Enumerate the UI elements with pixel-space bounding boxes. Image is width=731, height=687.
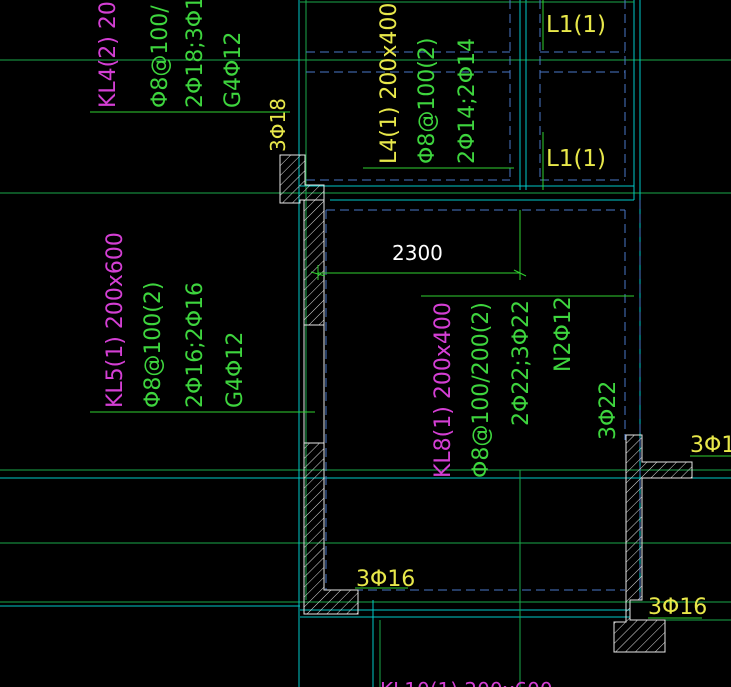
hatched-walls bbox=[279, 154, 693, 653]
bottom-cut-label: KL10(1) 200x600 bbox=[380, 678, 553, 687]
bar-label-3phi16-right: 3Φ16 bbox=[648, 595, 707, 620]
kl8-line3: 2Φ22;3Φ22 bbox=[509, 300, 534, 426]
bar-label-3phi18: 3Φ18 bbox=[266, 98, 290, 152]
bar-label-3phi1: 3Φ1 bbox=[690, 433, 731, 458]
kl5-line1: KL5(1) 200x600 bbox=[103, 232, 128, 408]
kl4-line3: 2Φ18;3Φ18 bbox=[183, 0, 208, 108]
kl5-line4: G4Φ12 bbox=[223, 332, 248, 408]
kl5-annotation: KL5(1) 200x600 Φ8@100(2) 2Φ16;2Φ16 G4Φ12 bbox=[103, 232, 248, 408]
kl5-line3: 2Φ16;2Φ16 bbox=[183, 282, 208, 408]
l4-line2: Φ8@100(2) bbox=[415, 38, 440, 164]
l4-line1: L4(1) 200x400 bbox=[377, 3, 402, 164]
kl8-line4: N2Φ12 bbox=[551, 296, 576, 372]
l1-label-top: L1(1) bbox=[546, 12, 606, 38]
horizontal-grid-lines bbox=[0, 59, 731, 621]
leader-lines bbox=[90, 111, 731, 619]
kl8-line2: Φ8@100/200(2) bbox=[469, 302, 494, 478]
l1-label-mid: L1(1) bbox=[546, 146, 606, 172]
kl8-annotation: KL8(1) 200x400 Φ8@100/200(2) 2Φ22;3Φ22 N… bbox=[431, 296, 576, 478]
dimension-2300: 2300 bbox=[392, 241, 443, 265]
kl5-line2: Φ8@100(2) bbox=[141, 282, 166, 408]
kl4-line4: G4Φ12 bbox=[221, 32, 246, 108]
kl4-line1: KL4(2) 20 bbox=[96, 1, 121, 108]
l4-line3: 2Φ14;2Φ14 bbox=[455, 38, 480, 164]
l4-annotation: L4(1) 200x400 Φ8@100(2) 2Φ14;2Φ14 bbox=[377, 3, 480, 164]
dashed-beam-outlines bbox=[306, 0, 641, 600]
bar-label-3phi22: 3Φ22 bbox=[596, 381, 621, 440]
kl4-line2: Φ8@100/ bbox=[148, 5, 173, 108]
kl4-annotation: KL4(2) 20 Φ8@100/ 2Φ18;3Φ18 G4Φ12 bbox=[96, 0, 246, 108]
wall-left-upper bbox=[303, 199, 325, 326]
wall-right bbox=[613, 434, 693, 653]
bar-label-3phi16-left: 3Φ16 bbox=[356, 567, 415, 592]
kl8-line1: KL8(1) 200x400 bbox=[431, 302, 456, 478]
